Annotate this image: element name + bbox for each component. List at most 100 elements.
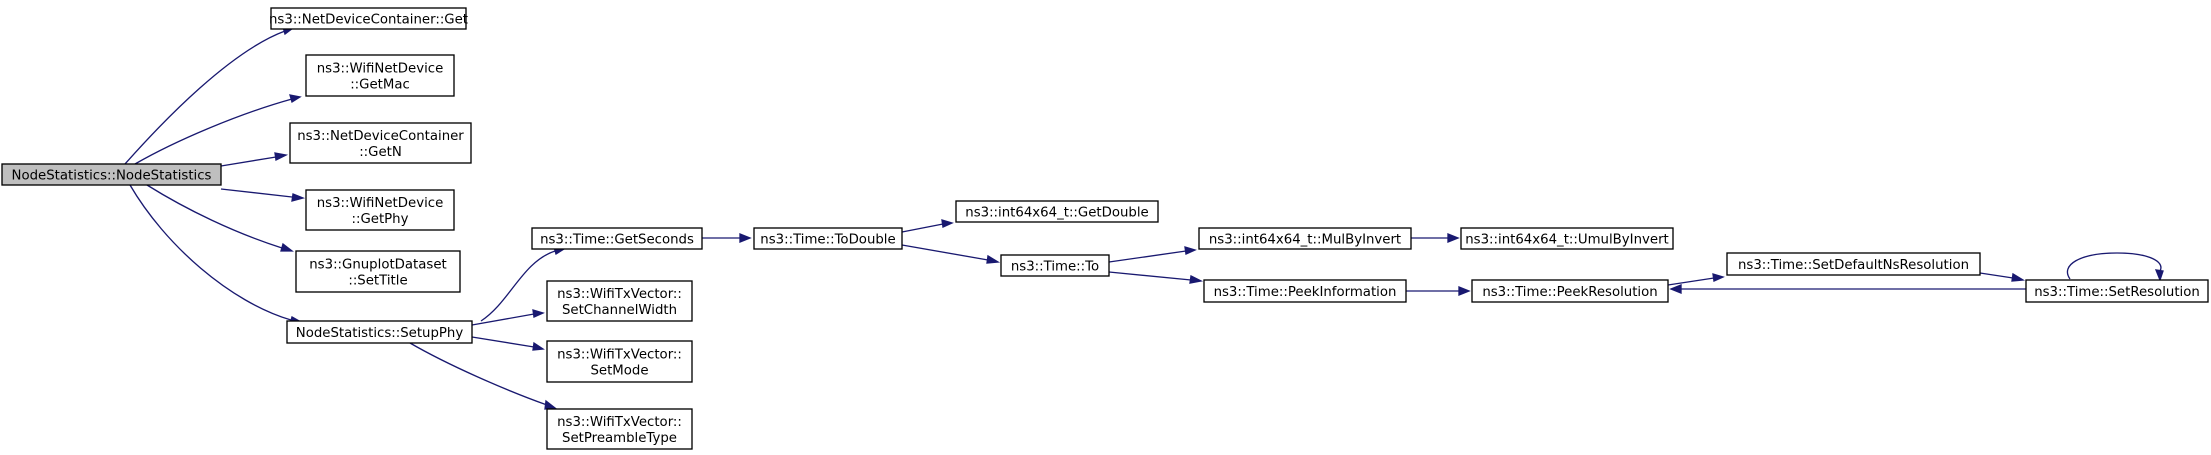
- node-box: [546, 408, 693, 450]
- edge-int64_mulbyinvert-to-int64_umulbyinvert: [1411, 233, 1460, 243]
- edge-line: [901, 244, 989, 261]
- node-box: [305, 54, 455, 97]
- edge-time_to-to-time_peekinformation: [1108, 271, 1204, 284]
- node-label: ::GetMac: [350, 78, 410, 93]
- node-label: ns3::WifiTxVector::: [557, 415, 682, 430]
- node-box: [546, 340, 693, 383]
- node-box: [1198, 227, 1412, 250]
- node-wifi-getphy[interactable]: ns3::WifiNetDevice::GetPhy: [305, 189, 455, 231]
- node-label: ns3::int64x64_t::UmulByInvert: [1465, 233, 1669, 248]
- node-box: [1203, 279, 1407, 303]
- edge-arrowhead: [274, 152, 289, 162]
- edge-arrowhead: [532, 309, 545, 318]
- edge-time_todouble-to-int64_getdouble: [901, 219, 954, 233]
- node-label: SetChannelWidth: [562, 303, 677, 318]
- edge-root-to-setupphy: [129, 184, 303, 325]
- edge-arrowhead: [544, 399, 557, 410]
- node-time-todouble[interactable]: ns3::Time::ToDouble: [753, 227, 903, 250]
- node-gnuplot-settitle[interactable]: ns3::GnuplotDataset::SetTitle: [295, 250, 461, 293]
- node-time-setresolution[interactable]: ns3::Time::SetResolution: [2025, 279, 2209, 303]
- edge-time_peekinformation-to-time_peekresolution: [1406, 286, 1471, 296]
- node-box: [546, 280, 693, 322]
- edge-arrowhead: [291, 193, 306, 202]
- function-nodes: NodeStatistics::NodeStatisticsns3::NetDe…: [1, 7, 2209, 450]
- edge-line: [1979, 272, 2014, 279]
- edge-line: [1667, 277, 1715, 286]
- edge-line: [901, 223, 944, 233]
- node-box: [753, 227, 903, 250]
- edge-line: [2066, 252, 2162, 280]
- edge-arrowhead: [1458, 286, 1471, 296]
- node-label: ns3::NetDeviceContainer::Get: [269, 13, 468, 28]
- node-time-peekresolution[interactable]: ns3::Time::PeekResolution: [1471, 279, 1669, 303]
- edge-time_to-to-int64_mulbyinvert: [1108, 246, 1197, 263]
- edge-time_setresolution-to-time_setresolution: [2066, 252, 2164, 282]
- node-box: [1471, 279, 1669, 303]
- edge-arrowhead: [2154, 269, 2164, 282]
- edge-root-to-wifi_getphy: [220, 188, 306, 202]
- edge-line: [134, 98, 293, 165]
- node-label: SetMode: [590, 364, 648, 379]
- node-label: ::GetPhy: [352, 212, 409, 227]
- node-time-to[interactable]: ns3::Time::To: [1000, 254, 1110, 277]
- node-time-peekinformation[interactable]: ns3::Time::PeekInformation: [1203, 279, 1407, 303]
- node-ndc-getn[interactable]: ns3::NetDeviceContainer::GetN: [289, 122, 472, 164]
- node-box: [289, 122, 472, 164]
- node-label: ns3::NetDeviceContainer: [297, 129, 464, 144]
- call-edges: [124, 26, 2164, 410]
- edge-arrowhead: [941, 219, 954, 228]
- edge-line: [146, 184, 283, 249]
- node-wifi-getmac[interactable]: ns3::WifiNetDevice::GetMac: [305, 54, 455, 97]
- node-box: [305, 189, 455, 231]
- edge-arrowhead: [739, 233, 752, 243]
- edge-time_setdefaultnsresolution-to-time_setresolution: [1979, 272, 2026, 282]
- node-int64-umulbyinvert[interactable]: ns3::int64x64_t::UmulByInvert: [1460, 227, 1674, 250]
- edge-arrowhead: [1184, 246, 1197, 255]
- node-label: ns3::Time::To: [1011, 260, 1099, 275]
- edge-root-to-ndc_get: [124, 26, 295, 165]
- node-tx-setchannelwidth[interactable]: ns3::WifiTxVector::SetChannelWidth: [546, 280, 693, 322]
- node-label: ns3::Time::PeekInformation: [1214, 285, 1397, 300]
- node-label: SetPreambleType: [562, 431, 677, 446]
- node-box: [531, 227, 703, 250]
- node-tx-setpreambletype[interactable]: ns3::WifiTxVector::SetPreambleType: [546, 408, 693, 450]
- node-int64-getdouble[interactable]: ns3::int64x64_t::GetDouble: [955, 200, 1159, 223]
- node-box: [2025, 279, 2209, 303]
- node-setupphy[interactable]: NodeStatistics::SetupPhy: [286, 320, 473, 344]
- node-box: [286, 320, 473, 344]
- edge-line: [480, 250, 556, 322]
- node-label: ns3::Time::GetSeconds: [540, 233, 694, 248]
- node-label: ::GetN: [359, 145, 402, 160]
- edge-line: [220, 188, 293, 198]
- edge-root-to-ndc_getn: [220, 152, 289, 167]
- node-time-getseconds[interactable]: ns3::Time::GetSeconds: [531, 227, 703, 250]
- node-label: ns3::Time::PeekResolution: [1482, 285, 1657, 300]
- node-label: ns3::WifiTxVector::: [557, 348, 682, 363]
- node-box: [1000, 254, 1110, 277]
- edge-arrowhead: [2011, 272, 2026, 282]
- edge-arrowhead: [1669, 284, 1682, 294]
- edge-line: [220, 156, 277, 167]
- edge-line: [1108, 250, 1187, 263]
- node-box: [1726, 252, 1981, 276]
- node-ndc-get[interactable]: ns3::NetDeviceContainer::Get: [269, 7, 468, 30]
- node-label: ns3::Time::SetResolution: [2034, 285, 2200, 300]
- edge-line: [409, 342, 548, 406]
- edge-setupphy-to-tx_setpreambletype: [409, 342, 557, 410]
- node-tx-setmode[interactable]: ns3::WifiTxVector::SetMode: [546, 340, 693, 383]
- edge-root-to-wifi_getmac: [134, 94, 302, 165]
- node-label: ns3::Time::ToDouble: [760, 233, 895, 248]
- node-label: ::SetTitle: [348, 274, 407, 289]
- edge-arrowhead: [986, 254, 1001, 264]
- edge-arrowhead: [280, 242, 294, 252]
- node-time-setdefaultnsresolution[interactable]: ns3::Time::SetDefaultNsResolution: [1726, 252, 1981, 276]
- edge-time_getseconds-to-time_todouble: [702, 233, 752, 243]
- edge-arrowhead: [289, 94, 302, 104]
- node-int64-mulbyinvert[interactable]: ns3::int64x64_t::MulByInvert: [1198, 227, 1412, 250]
- node-label: ns3::WifiNetDevice: [317, 62, 444, 77]
- node-box: [295, 250, 461, 293]
- node-box: [955, 200, 1159, 223]
- edge-root-to-gnuplot_settitle: [146, 184, 294, 252]
- node-label: ns3::int64x64_t::MulByInvert: [1209, 233, 1401, 248]
